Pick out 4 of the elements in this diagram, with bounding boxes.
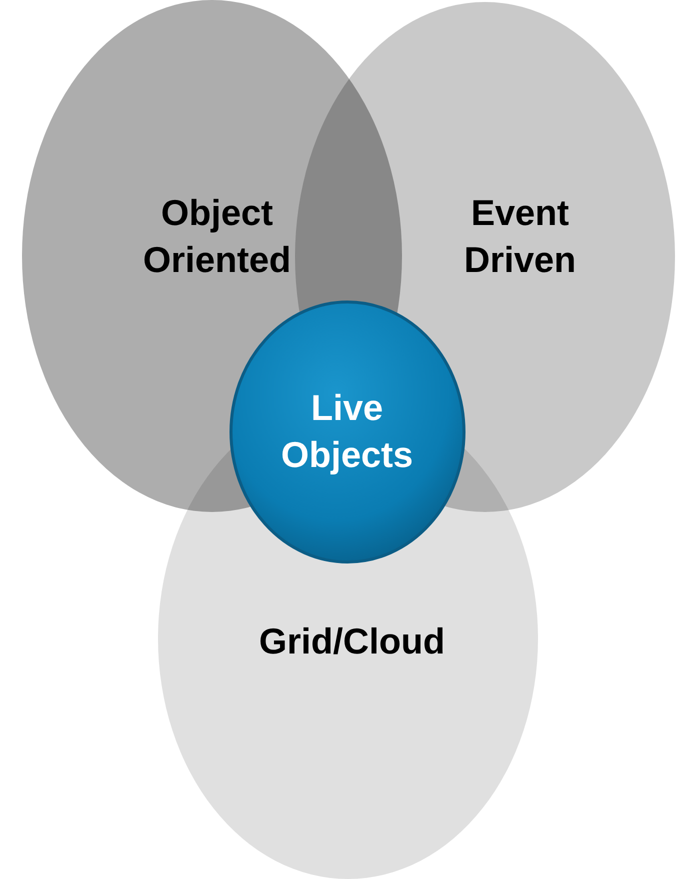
circle-label: Grid/Cloud xyxy=(258,620,446,664)
circle-label: Object Oriented xyxy=(142,191,292,282)
circle-label: Live Objects xyxy=(280,386,414,477)
circle-label: Event Driven xyxy=(462,191,578,282)
